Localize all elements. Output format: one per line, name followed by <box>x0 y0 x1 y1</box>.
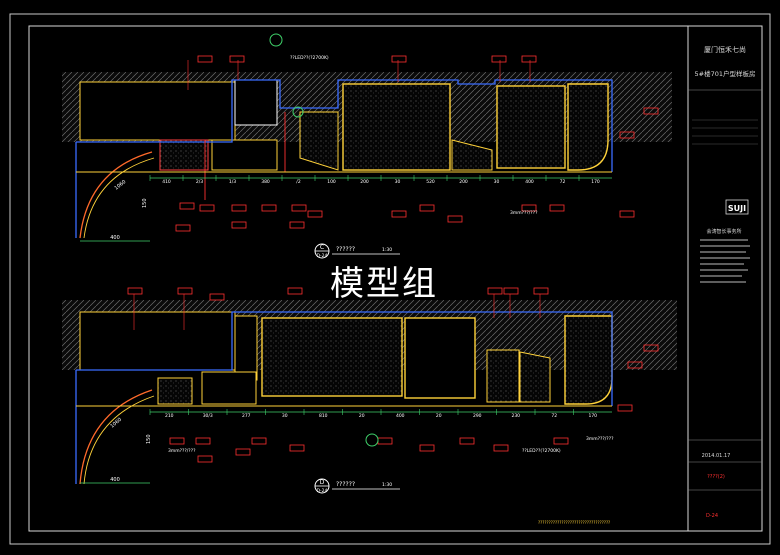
watermark: 模型组 <box>330 264 438 304</box>
trapezoid-cabinet-bottom <box>519 351 551 403</box>
sheet-number: D-24 <box>706 513 718 519</box>
dim-150-bottom: 150 <box>146 434 152 444</box>
dimension-label: 2/3 <box>196 179 203 185</box>
dimension-label: 170 <box>591 179 600 185</box>
view-label-bottom: ?????? <box>336 481 355 488</box>
dims-row-bottom: 210 30/3 277 30 810 20 400 20 290 230 72 170 <box>149 409 597 419</box>
dimension-label: 200 <box>459 179 468 185</box>
tags-top <box>175 55 659 232</box>
panel-right-bottom <box>404 317 476 399</box>
panel-small-top <box>159 139 209 171</box>
dimension-label: 277 <box>242 413 251 419</box>
blue-outline-bottom <box>75 311 613 484</box>
suji-logo: SUJI <box>728 204 746 213</box>
project-name-1: 厦门恒禾七尚 <box>704 45 746 54</box>
view-number-top: C <box>320 244 324 251</box>
dim-400-top: 400 <box>110 235 120 241</box>
dims-row-top: 410 2/3 1/3 380/2 100 200 30 520 200 30 400 72 170 <box>149 175 600 185</box>
dimension-label: /2 <box>296 179 301 185</box>
mat-note-bottom-2: 3mm???/??? <box>586 436 614 442</box>
arc-wall-top-inner <box>83 157 155 239</box>
room-niche-top <box>234 79 278 126</box>
footer-note: ?????????????????????????????????? <box>538 520 610 525</box>
dimension-label: 72 <box>551 413 557 419</box>
dimension-label: 30 <box>494 179 500 185</box>
cabinet-top <box>211 139 278 171</box>
section-marker-top <box>269 33 283 47</box>
dimension-label: 100 <box>327 179 336 185</box>
mat-note-top: 3mm???/??? <box>510 210 538 216</box>
view-sheet-bottom: D-24 <box>317 488 328 494</box>
panel-main-top <box>342 83 451 171</box>
firm-name: 会涛智长事务所 <box>706 228 741 235</box>
led-note-bottom: ??LED??(?2700K) <box>522 448 561 454</box>
arc-wall-bottom-inner <box>83 395 155 485</box>
elevation-top: C D-24 ?????? 1:30 400 1060 150 ??LED??(… <box>62 33 672 259</box>
suji-logo-mark <box>725 199 749 215</box>
arc-wall-bottom <box>79 389 153 485</box>
outer-border <box>9 13 771 545</box>
dimension-label: 30/3 <box>203 413 213 419</box>
dimension-label: 1/3 <box>229 179 236 185</box>
room-left-top <box>79 81 236 141</box>
section-marker-bottom <box>365 433 379 447</box>
dimension-label: 380 <box>261 179 270 185</box>
view-number-bottom: D <box>320 479 325 486</box>
room-mid-bottom <box>234 315 258 381</box>
view-scale-bottom: 1:30 <box>382 482 392 488</box>
panel-right-top <box>496 85 566 169</box>
dimension-label: 520 <box>426 179 435 185</box>
project-name-2: 5#楼701户型样板房 <box>695 69 756 78</box>
dimension-label: 20 <box>359 413 365 419</box>
drawing-date: 2014.01.17 <box>702 453 731 459</box>
arc-wall-top <box>79 151 153 239</box>
dimension-label: 810 <box>319 413 328 419</box>
elevation-bottom: D D-24 ?????? 1:30 400 1060 150 ??LED??(… <box>62 287 677 494</box>
dimension-label: 230 <box>511 413 520 419</box>
dimension-label: 30 <box>395 179 401 185</box>
dimension-label: 290 <box>473 413 482 419</box>
trapezoid-cabinet-top <box>299 111 339 171</box>
dim-1060-bottom: 1060 <box>109 417 123 430</box>
blue-outline-top <box>75 79 613 238</box>
trapezoid-cabinet-right-top <box>451 139 493 171</box>
dim-1060-top: 1060 <box>114 179 128 192</box>
view-sheet-top: D-24 <box>317 253 328 259</box>
tags-bottom <box>127 287 659 463</box>
curved-right-wall-top <box>567 83 609 171</box>
panel-dots-right-bottom <box>486 349 520 403</box>
dimension-label: 200 <box>360 179 369 185</box>
drawing-name: ????(2) <box>707 474 725 480</box>
dim-400-bottom: 400 <box>110 477 120 483</box>
leaders-bottom <box>133 294 541 330</box>
title-block: 厦门恒禾七尚 5#楼701户型样板房 SUJI 会涛智长事务所 2014.01.… <box>688 45 762 519</box>
dimension-label: 400 <box>396 413 405 419</box>
view-scale-top: 1:30 <box>382 247 392 253</box>
dimension-label: 72 <box>560 179 566 185</box>
dimension-label: 20 <box>436 413 442 419</box>
dimension-label: 210 <box>165 413 174 419</box>
inner-border <box>28 25 763 532</box>
led-note-top: ??LED??(?2700K) <box>290 55 329 61</box>
panel-small-bottom <box>157 377 193 405</box>
panel-main-bottom <box>261 317 403 397</box>
dimension-label: 170 <box>588 413 597 419</box>
mat-note-bottom: 3mm???/??? <box>168 448 196 454</box>
view-label-top: ?????? <box>336 246 355 253</box>
title-block-rules <box>692 119 758 145</box>
section-marker-top-2 <box>292 106 304 118</box>
firm-address-lines <box>700 239 750 283</box>
dim-150-top: 150 <box>142 198 148 208</box>
cabinet-bottom <box>201 371 257 405</box>
curved-right-wall-bottom <box>564 315 613 405</box>
dimension-label: 400 <box>525 179 534 185</box>
dimension-label: 410 <box>162 179 171 185</box>
leaders-top <box>187 60 531 90</box>
room-left-bottom <box>79 311 236 371</box>
dimension-label: 30 <box>282 413 288 419</box>
